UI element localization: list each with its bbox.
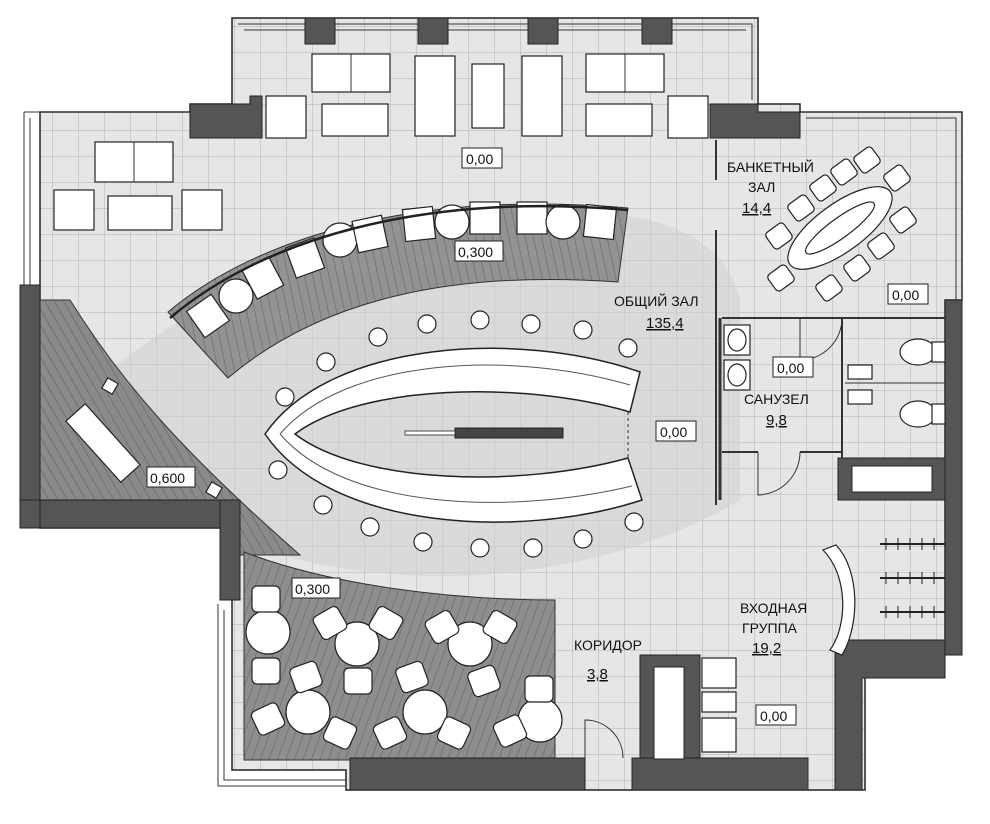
level-marks: 0,00 0,300 0,00 0,00 0,00 0,600 0,300 0,…	[146, 147, 929, 726]
bar-stool	[624, 512, 644, 532]
bar-stool	[618, 338, 638, 358]
bar-stool	[268, 460, 288, 480]
level-bar-area: 0,00	[660, 424, 687, 440]
entry-room-name-2: ГРУППА	[742, 620, 798, 636]
corridor-room-name: КОРИДОР	[574, 637, 642, 653]
bar-stool	[316, 352, 336, 372]
bar-stool	[573, 529, 593, 549]
bar-stool	[573, 320, 593, 340]
bar-stool	[413, 532, 433, 552]
corridor-room-area: 3,8	[587, 666, 608, 683]
bar-stools	[268, 310, 644, 558]
bar-stool	[313, 495, 333, 515]
wc-fixtures	[723, 324, 946, 428]
entry-room-name: ВХОДНАЯ	[740, 600, 807, 616]
wc-room-area: 9,8	[766, 412, 787, 429]
partitions	[715, 140, 945, 505]
bar-stool	[275, 387, 295, 407]
bar-stool	[521, 314, 541, 334]
entry-fixtures	[701, 538, 945, 753]
bar-stool	[368, 327, 388, 347]
walls	[19, 17, 963, 791]
banquet-room-name: БАНКЕТНЫЙ	[727, 158, 814, 175]
booth-platform	[167, 203, 629, 379]
level-booth-platform: 0,300	[458, 244, 493, 260]
bar-stool	[417, 314, 437, 334]
level-top-terrace: 0,00	[466, 151, 493, 167]
level-lower-platform: 0,300	[295, 581, 330, 597]
level-banquet: 0,00	[892, 287, 919, 303]
lower-dining	[245, 585, 563, 750]
bar-stool	[470, 310, 490, 330]
banquet-room-area: 14,4	[742, 200, 771, 217]
hall-room-area: 135,4	[646, 315, 684, 332]
bar-stool	[360, 517, 380, 537]
hall-room-name: ОБЩИЙ ЗАЛ	[614, 292, 699, 309]
banquet-table	[765, 146, 917, 302]
left-platform-bench	[65, 376, 224, 500]
bar-stool	[523, 538, 543, 558]
entry-room-area: 19,2	[752, 640, 781, 657]
bar-stool	[470, 538, 490, 558]
wc-room-name: САНУЗЕЛ	[744, 391, 809, 407]
level-wc: 0,00	[777, 360, 804, 376]
room-labels: БАНКЕТНЫЙ ЗАЛ 14,4 ОБЩИЙ ЗАЛ 135,4 САНУЗ…	[574, 158, 814, 683]
terrace-furniture	[53, 53, 709, 231]
left-platform	[39, 299, 302, 556]
level-left-platform: 0,600	[150, 470, 185, 486]
banquet-room-name-2: ЗАЛ	[748, 179, 775, 195]
level-entry: 0,00	[760, 708, 787, 724]
booth-seating	[169, 201, 629, 339]
bar-counter	[264, 347, 643, 523]
